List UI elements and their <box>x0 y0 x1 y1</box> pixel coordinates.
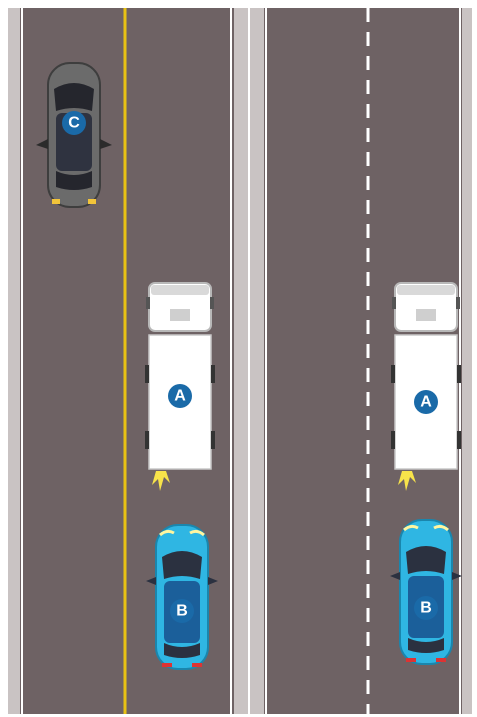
shoulder-left-outer <box>8 8 20 714</box>
shoulder-right-inner <box>462 8 472 714</box>
truck-a-right: A <box>391 283 461 491</box>
road-left <box>8 8 248 714</box>
car-b-left: B <box>146 525 218 669</box>
label-a: A <box>174 388 186 405</box>
label-b: B <box>420 600 432 617</box>
shoulder-left-inner <box>234 8 248 714</box>
car-c: C <box>36 63 112 207</box>
car-b-right: B <box>390 520 462 664</box>
label-b: B <box>176 603 188 620</box>
scene-right: A B <box>250 8 472 714</box>
label-c: C <box>68 115 80 132</box>
shoulder-right-outer <box>250 8 264 714</box>
label-a: A <box>420 394 432 411</box>
scene-left: C A B <box>8 8 248 714</box>
truck-a-left: A <box>145 283 215 491</box>
